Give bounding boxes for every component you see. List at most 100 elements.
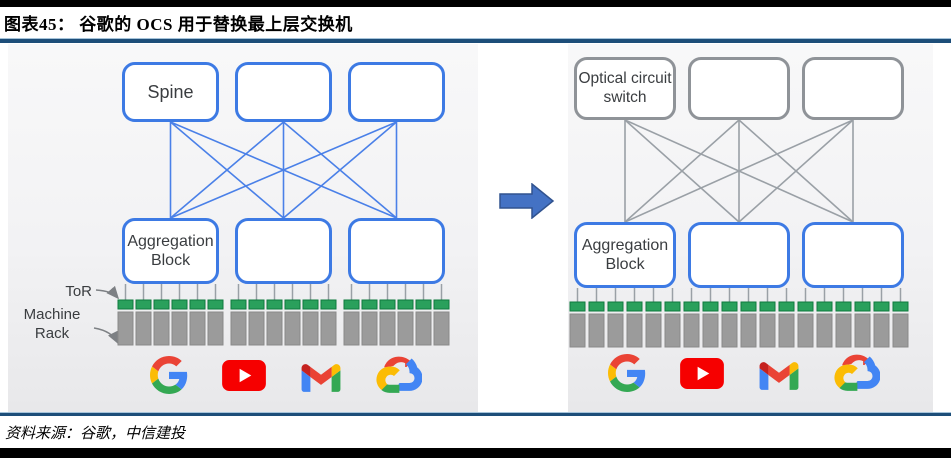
tor-switch [117,299,134,310]
machine-rack-label: Machine Rack [23,306,81,342]
transition-arrow-icon [499,183,555,219]
machine-rack [230,311,247,346]
tor-switch [626,301,643,312]
tor-switch [797,301,814,312]
machine-rack [892,313,909,348]
aggregation-box-2 [235,218,332,284]
youtube-icon [222,359,266,391]
machine-rack [797,313,814,348]
tor-switch [320,299,337,310]
tor-switch [361,299,378,310]
machine-rack [664,313,681,348]
figure-bottom-divider [0,412,951,416]
machine-rack [153,311,170,346]
machine-rack [588,313,605,348]
machine-rack [248,311,265,346]
spine-box-2 [235,62,332,122]
right-diagram-panel: Optical circuit switch Aggregation Block [568,44,933,412]
machine-rack [740,313,757,348]
google-g-icon [608,354,646,392]
machine-rack [759,313,776,348]
tor-switch [607,301,624,312]
machine-rack [266,311,283,346]
aggregation-box-1: Aggregation Block [122,218,219,284]
machine-rack [873,313,890,348]
tor-switch [835,301,852,312]
google-cloud-icon [834,354,880,392]
tor-switch [854,301,871,312]
title-divider [0,38,951,43]
tor-switch [248,299,265,310]
tor-switch [302,299,319,310]
aggregation-box-3 [348,218,445,284]
aggregation-box-2 [688,222,790,288]
machine-rack [721,313,738,348]
machine-rack [645,313,662,348]
machine-rack [284,311,301,346]
top-black-bar [0,0,951,7]
spine-box-3 [348,62,445,122]
source-note: 资料来源：谷歌，中信建投 [5,425,186,442]
tor-switch [153,299,170,310]
spine-box-1: Spine [122,62,219,122]
machine-rack [135,311,152,346]
tor-switch [569,301,586,312]
google-product-logos [150,356,422,394]
tor-switch [343,299,360,310]
tor-switch [683,301,700,312]
tor-switch [588,301,605,312]
tor-switch [433,299,450,310]
google-cloud-icon [376,356,422,394]
tor-pointer-arrow [95,285,120,300]
figure-area: Spine Aggregation Block ToR Machine Rack [0,43,951,412]
google-g-icon [150,356,188,394]
machine-rack [302,311,319,346]
aggregation-box-1: Aggregation Block [574,222,676,288]
tor-switch [189,299,206,310]
machine-rack [626,313,643,348]
tor-switch [816,301,833,312]
tor-switch [379,299,396,310]
tor-switch [266,299,283,310]
machine-rack [778,313,795,348]
tor-switch [873,301,890,312]
machine-rack [379,311,396,346]
tor-switch [230,299,247,310]
machine-rack [171,311,188,346]
machine-rack [607,313,624,348]
bottom-black-bar [0,448,951,458]
tor-switch [207,299,224,310]
tor-switch [415,299,432,310]
machine-rack [816,313,833,348]
right-connection-lines [569,119,909,348]
tor-switch [778,301,795,312]
tor-switch [284,299,301,310]
gmail-icon [300,358,342,392]
tor-switch [664,301,681,312]
google-product-logos [608,354,880,392]
machine-rack [433,311,450,346]
tor-switch [135,299,152,310]
machine-rack [683,313,700,348]
tor-switch [645,301,662,312]
machine-rack [835,313,852,348]
tor-label: ToR [65,283,92,300]
machine-rack [702,313,719,348]
tor-switch [740,301,757,312]
figure-title: 图表45： 谷歌的 OCS 用于替换最上层交换机 [4,15,353,34]
left-connection-lines [93,121,450,346]
machine-rack [415,311,432,346]
tor-switch [171,299,188,310]
machine-rack [117,311,134,346]
rack-pointer-arrow [93,327,119,345]
ocs-box-3 [802,57,904,120]
tor-switch [397,299,414,310]
ocs-box-1: Optical circuit switch [574,57,676,120]
aggregation-box-3 [802,222,904,288]
machine-rack [854,313,871,348]
machine-rack [320,311,337,346]
machine-rack [189,311,206,346]
tor-switch [759,301,776,312]
machine-rack [397,311,414,346]
tor-switch [892,301,909,312]
